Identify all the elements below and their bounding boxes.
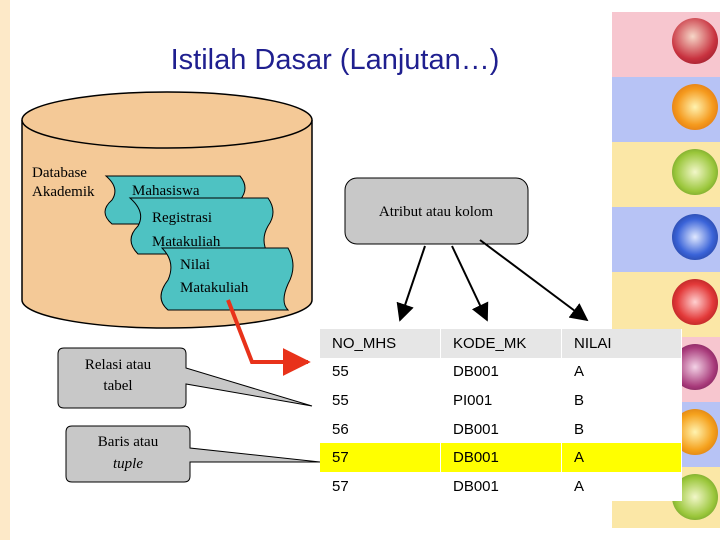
cell-kode-mk: DB001	[440, 443, 562, 472]
arrow-to-kode-mk	[451, 245, 489, 322]
arrow-to-no-mhs	[396, 245, 426, 322]
callout-baris-line2: tuple	[113, 456, 143, 472]
slide-title: Istilah Dasar (Lanjutan…)	[170, 44, 500, 76]
apple-icon	[672, 18, 718, 64]
cell-kode-mk: DB001	[440, 414, 562, 444]
table-label-nilai-line2: Matakuliah	[180, 280, 249, 296]
cell-no-mhs: 57	[320, 443, 441, 472]
cell-nilai: B	[561, 414, 682, 444]
cell-nilai: A	[561, 443, 682, 472]
left-decor-strip	[0, 0, 10, 540]
callout-relasi	[57, 347, 313, 409]
cell-no-mhs: 55	[320, 386, 441, 415]
header-no-mhs: NO_MHS	[320, 329, 441, 358]
cell-no-mhs: 55	[320, 357, 441, 387]
cell-no-mhs: 57	[320, 471, 441, 501]
table-row-highlighted: 57 DB001 A	[320, 443, 682, 472]
plum-icon	[672, 214, 718, 260]
table-label-registrasi-line1: Registrasi	[152, 210, 212, 226]
callout-baris	[65, 425, 321, 483]
table-label-mahasiswa: Mahasiswa	[132, 183, 200, 199]
callout-atribut-label: Atribut atau kolom	[379, 204, 493, 220]
grapefruit-icon	[672, 279, 718, 325]
orange-icon	[672, 84, 718, 130]
database-label-line2: Akademik	[32, 184, 95, 200]
cell-kode-mk: DB001	[440, 357, 562, 387]
table-row: 55 PI001 B	[320, 386, 682, 415]
table-shape-nilai	[160, 247, 294, 311]
relation-table: NO_MHS KODE_MK NILAI 55 DB001 A 55 PI001…	[320, 329, 682, 501]
table-label-registrasi-line2: Matakuliah	[152, 234, 221, 250]
cell-kode-mk: PI001	[440, 386, 562, 415]
cell-nilai: B	[561, 386, 682, 415]
lime-icon	[672, 149, 718, 195]
cell-nilai: A	[561, 357, 682, 387]
table-row: 57 DB001 A	[320, 471, 682, 501]
callout-atribut	[344, 177, 529, 245]
cell-nilai: A	[561, 471, 682, 501]
cylinder-top	[21, 91, 313, 149]
cell-kode-mk: DB001	[440, 471, 562, 501]
callout-baris-line1: Baris atau	[98, 434, 159, 450]
database-label-line1: Database	[32, 165, 87, 181]
arrow-to-nilai	[479, 239, 589, 322]
table-row: 56 DB001 B	[320, 414, 682, 444]
callout-relasi-line2: tabel	[103, 378, 132, 394]
table-header-row: NO_MHS KODE_MK NILAI	[320, 329, 682, 358]
header-kode-mk: KODE_MK	[440, 329, 562, 358]
table-label-nilai-line1: Nilai	[180, 257, 210, 273]
callout-relasi-line1: Relasi atau	[85, 357, 152, 373]
red-arrow-table-to-relation	[226, 299, 311, 376]
cell-no-mhs: 56	[320, 414, 441, 444]
table-row: 55 DB001 A	[320, 357, 682, 387]
header-nilai: NILAI	[561, 329, 682, 358]
